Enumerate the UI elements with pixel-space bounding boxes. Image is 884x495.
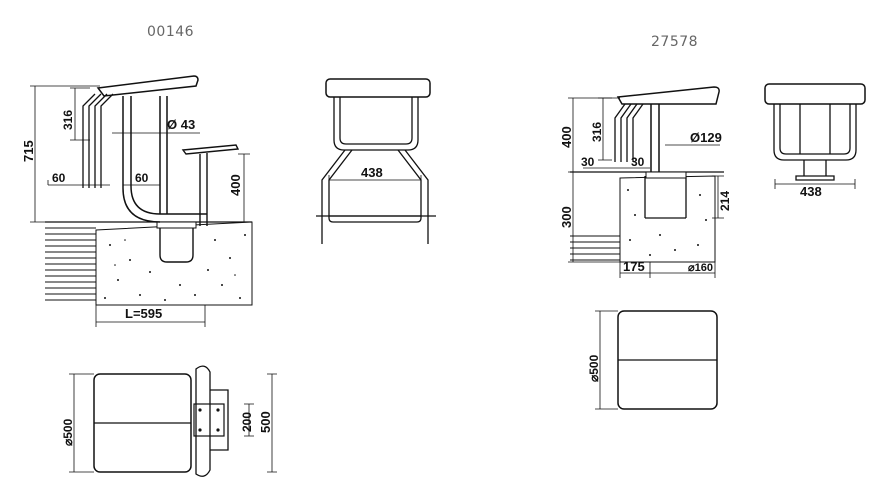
pool-edge xyxy=(45,221,253,306)
dim-socket-diameter: ⌀160 xyxy=(688,262,713,274)
plan-view-27578: ⌀500 xyxy=(587,310,718,410)
side-view-00146: 715 316 Ø 43 60 60 400 L=595 xyxy=(21,75,253,327)
concrete-texture xyxy=(104,234,246,301)
ladder-tubes xyxy=(82,93,114,188)
dim-plate-height: 200 xyxy=(240,412,254,432)
dim-seat-height: 400 xyxy=(228,174,243,196)
dimension-lines-left xyxy=(30,85,250,327)
dim-offset-a: 60 xyxy=(52,171,66,185)
dim-spacing-b: 30 xyxy=(631,155,645,169)
front-view-00146: 438 xyxy=(316,78,436,244)
dim-front-width-left: 438 xyxy=(361,165,383,180)
dim-post-diameter: Ø129 xyxy=(690,130,722,145)
dim-offset-b: 60 xyxy=(135,171,149,185)
dim-tube-diameter: Ø 43 xyxy=(167,117,195,132)
dim-socket-depth: 214 xyxy=(718,191,732,211)
seat-27578 xyxy=(616,86,720,105)
anchor-socket xyxy=(159,226,194,263)
product-code-left: 00146 xyxy=(147,24,195,40)
main-column xyxy=(122,96,168,223)
dim-seat-size-right: ⌀500 xyxy=(587,354,601,382)
dimension-lines-right xyxy=(568,97,724,278)
seat xyxy=(96,75,199,97)
dim-front-width-right: 438 xyxy=(800,184,822,199)
dim-ladder-height: 316 xyxy=(61,110,75,130)
dim-seat-height-right: 400 xyxy=(559,126,574,148)
dim-total-height: 715 xyxy=(21,140,36,162)
side-view-27578: 400 316 30 30 Ø129 300 214 175 ⌀160 xyxy=(559,86,732,278)
dim-spacing-a: 30 xyxy=(581,155,595,169)
dim-length: L=595 xyxy=(125,306,162,321)
dim-embed-depth: 300 xyxy=(559,206,574,228)
dim-offset-right: 175 xyxy=(623,259,645,274)
rear-stool xyxy=(160,144,240,226)
dim-width-plan: 500 xyxy=(258,411,273,433)
plan-view-00146: ⌀500 200 500 xyxy=(61,365,277,477)
ladder-tubes-27578 xyxy=(614,103,644,162)
product-code-right: 27578 xyxy=(651,34,699,50)
front-view-27578: 438 xyxy=(764,83,866,199)
dim-seat-size-left: ⌀500 xyxy=(61,418,75,446)
dim-ladder-height-right: 316 xyxy=(590,122,604,142)
concrete-texture-27578 xyxy=(627,189,707,256)
